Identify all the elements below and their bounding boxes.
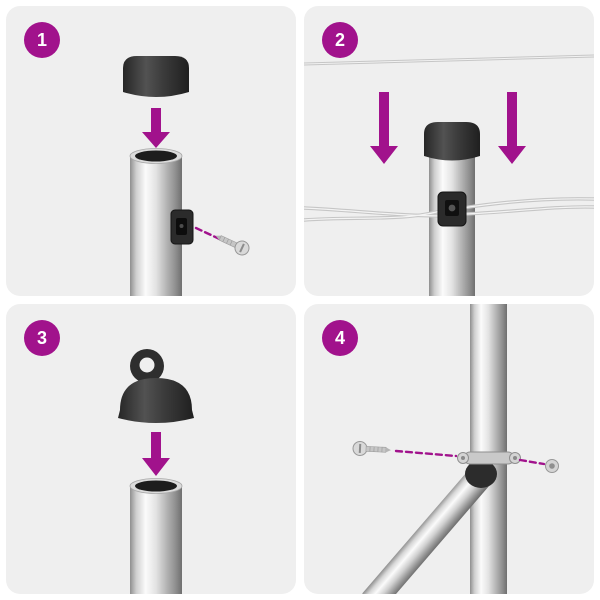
dashed-guide-line <box>394 449 458 458</box>
step-panel-4: 4 <box>304 304 594 594</box>
step-panel-1: 1 <box>6 6 296 296</box>
dashed-guide-line <box>194 226 228 244</box>
step-1-illustration <box>123 56 250 296</box>
pole-clamp-band <box>457 451 521 465</box>
step-panel-2: 2 <box>304 6 594 296</box>
dashed-guide-line <box>518 458 546 466</box>
down-arrow-icon <box>142 432 170 476</box>
step-2-illustration <box>304 54 594 296</box>
pole <box>129 478 183 594</box>
step-panel-3: 3 <box>6 304 296 594</box>
pole-cap <box>123 56 189 97</box>
step-number-badge: 1 <box>24 22 60 58</box>
wire-highlight <box>304 55 594 65</box>
clamp-bracket <box>437 191 467 227</box>
eyelet-cap <box>118 349 194 423</box>
bolt-head-icon <box>545 459 559 473</box>
down-arrow-icon <box>370 92 398 164</box>
diagonal-brace-pole <box>362 463 494 594</box>
pole-cap <box>424 122 480 161</box>
down-arrow-icon <box>142 108 170 148</box>
vertical-pole <box>470 304 507 594</box>
screw-icon <box>352 440 391 456</box>
step-4-illustration <box>352 304 559 594</box>
step-number-badge: 4 <box>322 320 358 356</box>
screw-icon <box>215 235 250 256</box>
down-arrow-icon <box>498 92 526 164</box>
step-3-illustration <box>118 349 194 594</box>
clamp-bracket <box>170 209 194 245</box>
step-number-badge: 2 <box>322 22 358 58</box>
step-number-badge: 3 <box>24 320 60 356</box>
brace-connector-joint <box>465 460 497 488</box>
